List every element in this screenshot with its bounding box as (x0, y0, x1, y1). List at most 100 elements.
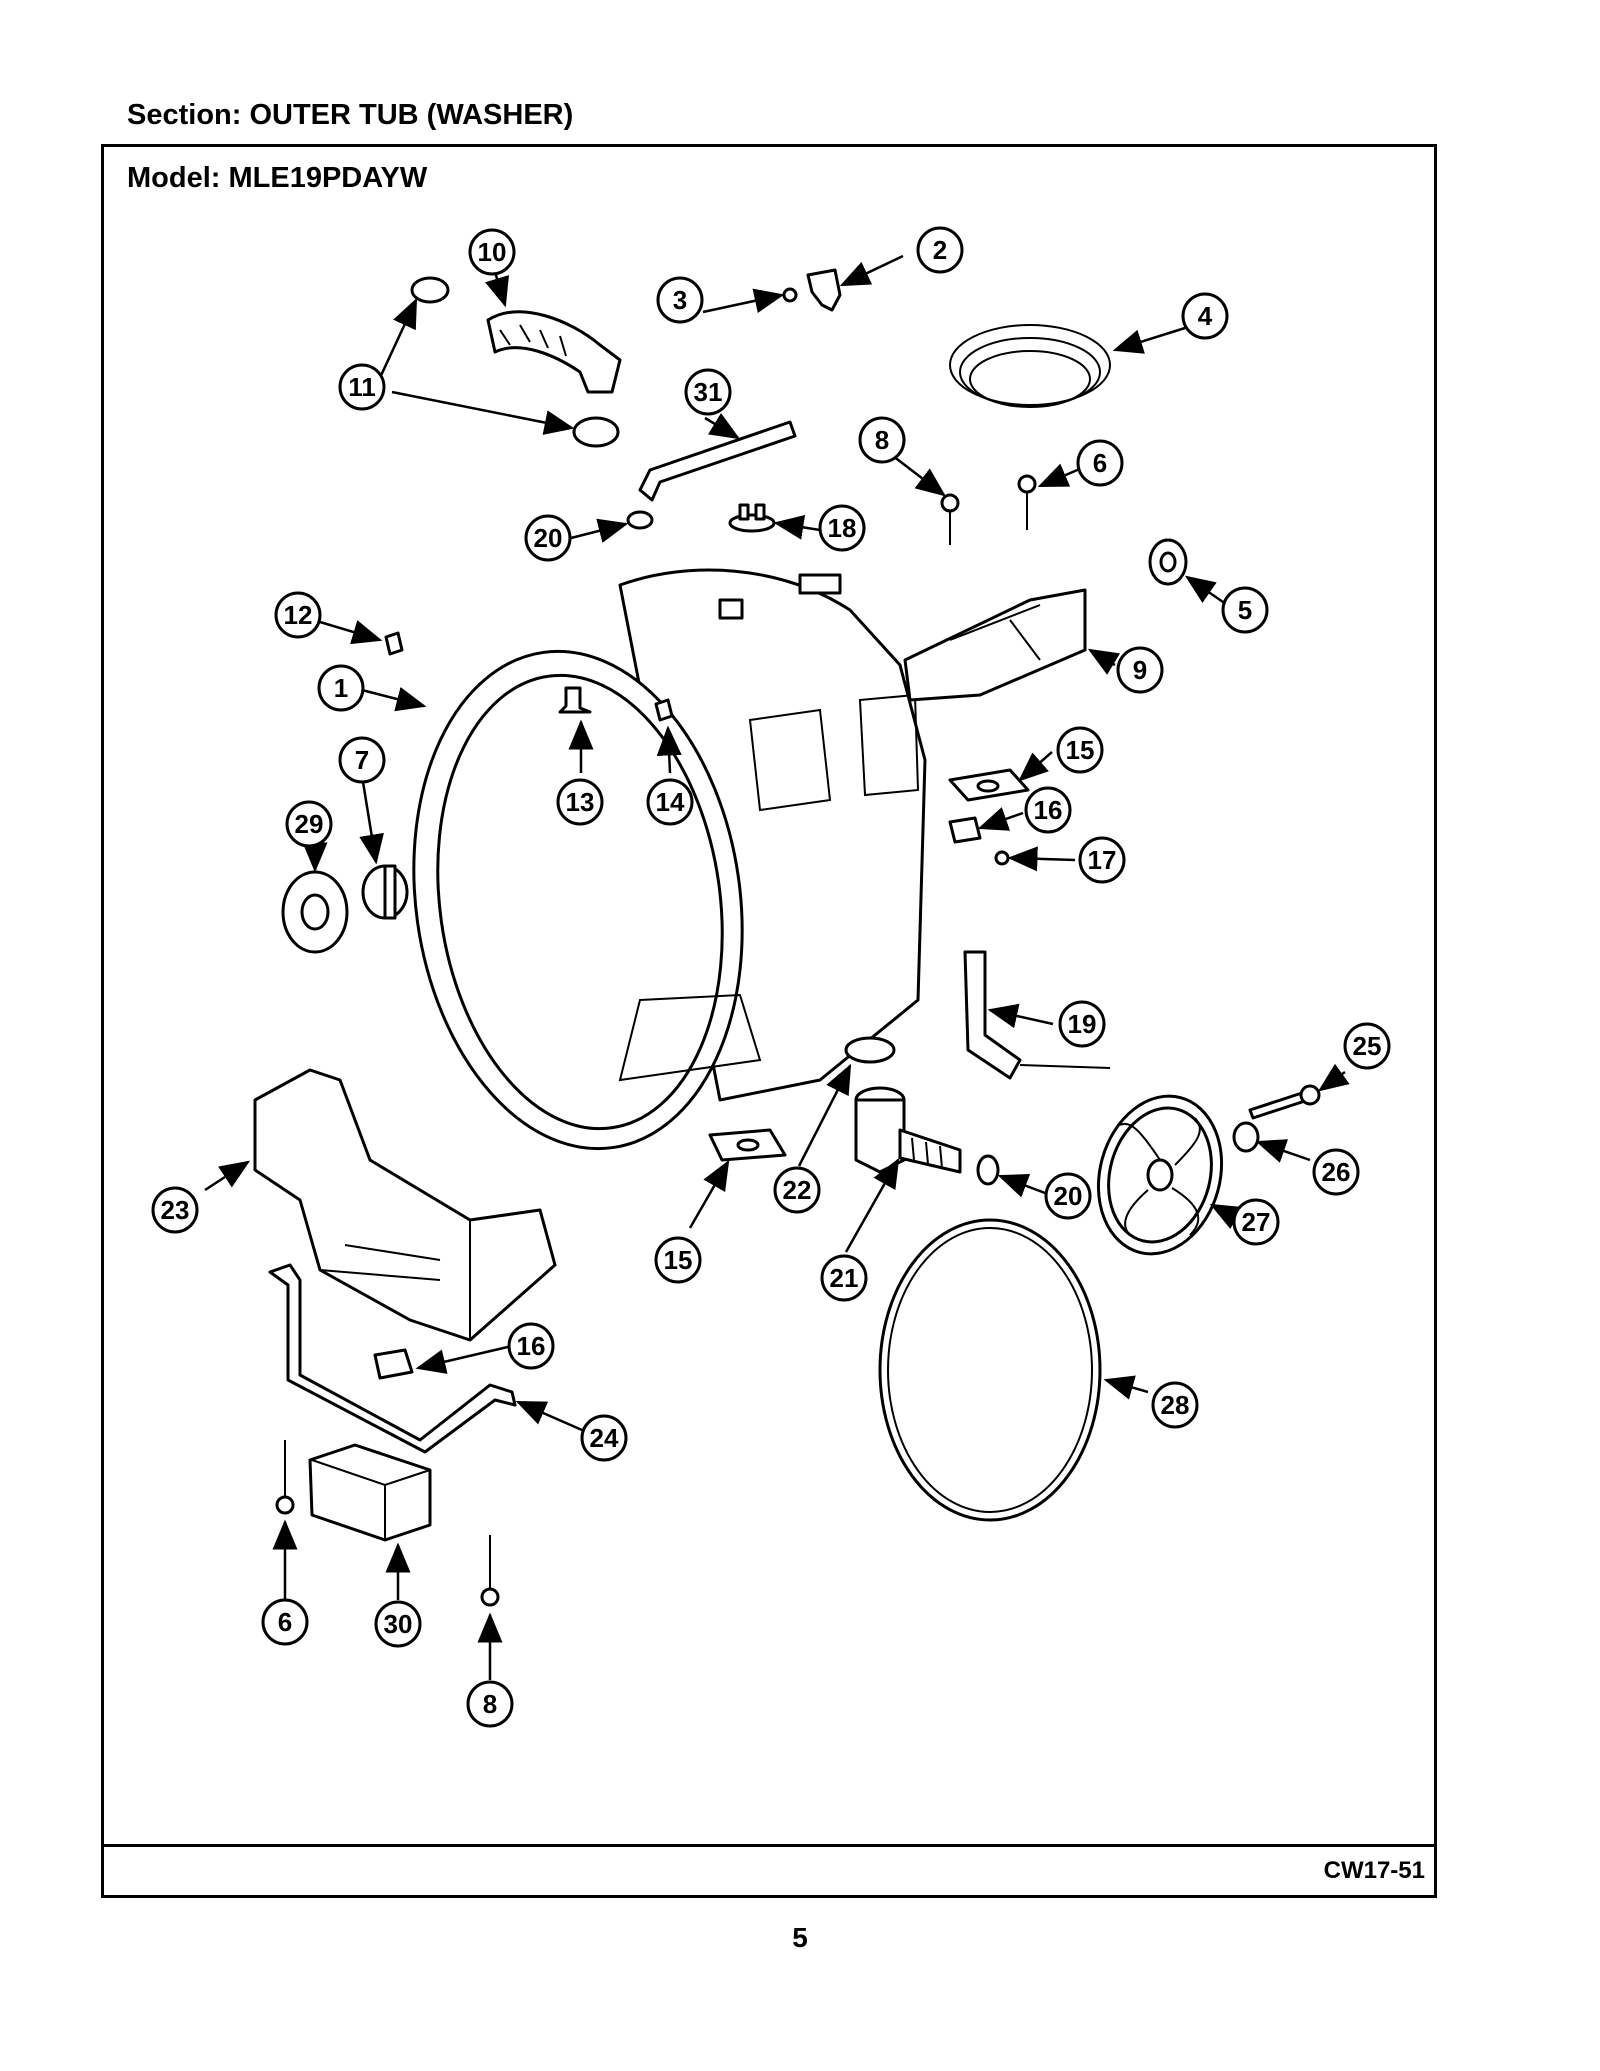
part-clip-12 (384, 631, 404, 656)
callout-circle (151, 1186, 199, 1234)
callout-number: 12 (284, 600, 313, 630)
part-hose-clamps-11 (410, 276, 620, 448)
part-bolt-6-top (1017, 474, 1037, 530)
callout-19: 19 (1058, 1000, 1106, 1048)
callout-12: 12 (274, 591, 322, 639)
callout-circle (1024, 786, 1072, 834)
callout-circle (1078, 836, 1126, 884)
callout-circle (261, 1598, 309, 1646)
callout-6: 6 (1076, 439, 1124, 487)
part-clip-14 (654, 698, 674, 722)
callout-14: 14 (646, 778, 694, 826)
callout-9: 9 (1116, 646, 1164, 694)
callout-6: 6 (261, 1598, 309, 1646)
callout-29: 29 (285, 800, 333, 848)
callout-number: 3 (673, 285, 687, 315)
callout-number: 11 (348, 372, 376, 402)
callout-number: 30 (384, 1609, 413, 1639)
callout-5: 5 (1221, 586, 1269, 634)
callout-circle (1221, 586, 1269, 634)
callout-circle (317, 664, 365, 712)
part-screw-3 (782, 287, 798, 303)
part-counterweight-9 (903, 588, 1087, 702)
callout-7: 7 (338, 736, 386, 784)
part-clamp-20-bottom (976, 1154, 1000, 1186)
part-outer-tub (412, 568, 927, 1151)
callout-22: 22 (773, 1166, 821, 1214)
part-base-frame-23 (253, 1068, 557, 1342)
callout-circle (1056, 726, 1104, 774)
callout-15: 15 (1056, 726, 1104, 774)
callout-number: 6 (1093, 448, 1107, 478)
part-washer-26 (1232, 1121, 1260, 1153)
callout-circle (820, 1254, 868, 1302)
callout-number: 2 (933, 235, 947, 265)
callout-circle (654, 1236, 702, 1284)
part-inlet-hose-10 (486, 310, 622, 394)
callout-circle (374, 1600, 422, 1648)
callout-16: 16 (1024, 786, 1072, 834)
part-cap-18 (728, 503, 776, 533)
callout-23: 23 (151, 1186, 199, 1234)
callout-number: 19 (1068, 1009, 1097, 1039)
callout-number: 8 (875, 425, 889, 455)
part-bolt-6-bottom (275, 1440, 295, 1515)
callout-8: 8 (858, 416, 906, 464)
part-tub-lug-13 (558, 686, 592, 714)
callout-number: 13 (566, 787, 595, 817)
part-bracket-2 (806, 268, 842, 312)
callout-4: 4 (1181, 292, 1229, 340)
callout-number: 4 (1198, 301, 1213, 331)
callout-11: 11 (338, 363, 386, 411)
part-drive-belt-28 (878, 1218, 1102, 1522)
callout-number: 14 (656, 787, 685, 817)
callout-30: 30 (374, 1600, 422, 1648)
callout-16: 16 (507, 1322, 555, 1370)
callout-circle (818, 504, 866, 552)
callout-circle (466, 1680, 514, 1728)
callout-number: 6 (278, 1607, 292, 1637)
part-vent-tube-31 (638, 420, 797, 502)
part-bumper-16-bottom (373, 1348, 414, 1380)
callout-circle (524, 514, 572, 562)
callout-number: 22 (783, 1175, 812, 1205)
callout-circle (1312, 1148, 1360, 1196)
callout-circle (338, 363, 386, 411)
callout-circle (1058, 1000, 1106, 1048)
callout-24: 24 (580, 1414, 628, 1462)
callout-circle (1343, 1022, 1391, 1070)
part-hose-clamp-22 (844, 1036, 896, 1064)
callout-circle (1151, 1381, 1199, 1429)
callout-number: 10 (478, 237, 507, 267)
callout-number: 31 (694, 377, 723, 407)
callout-circle (1044, 1172, 1092, 1220)
section-title: Section: OUTER TUB (WASHER) (127, 99, 574, 131)
callout-number: 24 (590, 1423, 619, 1453)
callout-20: 20 (524, 514, 572, 562)
callout-number: 15 (1066, 735, 1095, 765)
part-bolt-8-bottom (480, 1535, 500, 1607)
callout-21: 21 (820, 1254, 868, 1302)
part-bearing-7 (361, 864, 409, 920)
callout-circle (580, 1414, 628, 1462)
callout-28: 28 (1151, 1381, 1199, 1429)
callout-number: 17 (1088, 845, 1117, 875)
callout-circle (1076, 439, 1124, 487)
callout-number: 1 (334, 673, 348, 703)
callout-circle (507, 1322, 555, 1370)
callout-31: 31 (684, 368, 732, 416)
callout-number: 5 (1238, 595, 1252, 625)
footer-divider (101, 1844, 1437, 1847)
diagram-frame (101, 144, 1437, 1898)
callout-13: 13 (556, 778, 604, 826)
callout-2: 2 (916, 226, 964, 274)
callout-number: 7 (355, 745, 369, 775)
callout-circle (468, 228, 516, 276)
part-screw-17 (994, 850, 1010, 866)
callout-circle (684, 368, 732, 416)
callout-15: 15 (654, 1236, 702, 1284)
callout-number: 25 (1353, 1031, 1382, 1061)
callout-number: 27 (1242, 1207, 1271, 1237)
part-bumper-16-right (948, 816, 982, 844)
callout-number: 16 (517, 1331, 546, 1361)
